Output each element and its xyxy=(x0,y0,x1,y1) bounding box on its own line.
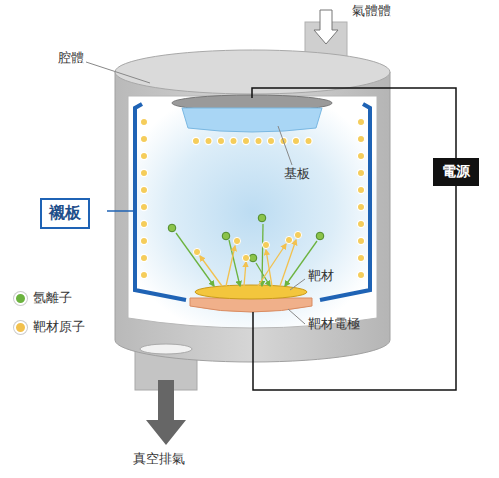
atom-dot xyxy=(357,203,364,210)
ion-dot xyxy=(316,232,324,240)
liner-label-box: 襯板 xyxy=(40,198,90,229)
substrate-label: 基板 xyxy=(284,166,310,182)
atom-dot xyxy=(357,237,364,244)
leader-line xyxy=(86,62,305,324)
atom-dot xyxy=(294,231,301,238)
atom-dot xyxy=(140,254,147,261)
atom-dot xyxy=(357,118,364,125)
atom-dot xyxy=(242,254,249,261)
legend-row: 氬離子 xyxy=(14,289,72,307)
atom-path xyxy=(244,262,246,286)
atom-dot xyxy=(357,254,364,261)
target-electrode-label: 靶材電極 xyxy=(308,316,360,332)
chamber-interior xyxy=(128,96,377,328)
atom-dot xyxy=(305,137,312,144)
atom-dot xyxy=(357,135,364,142)
atom-dot xyxy=(242,137,249,144)
ion-path xyxy=(176,233,214,286)
atom-path xyxy=(258,244,286,286)
legend-row: 靶材原子 xyxy=(14,318,85,336)
ion-dot xyxy=(249,254,257,262)
atom-dot xyxy=(140,237,147,244)
atom-dot xyxy=(140,169,147,176)
legend-swatch xyxy=(14,292,27,305)
atom-path xyxy=(200,256,222,286)
atom-dot xyxy=(262,241,269,248)
chamber-label: 腔體 xyxy=(58,50,84,66)
power-source-box: 電源 xyxy=(433,158,479,186)
ion-path xyxy=(256,263,270,286)
legend-text: 靶材原子 xyxy=(33,318,85,336)
vacuum-exhaust-label: 真空排氣 xyxy=(133,451,185,467)
power-wire xyxy=(252,88,456,390)
atom-dot xyxy=(140,220,147,227)
atom-path xyxy=(226,246,235,286)
deposited-atoms xyxy=(140,118,364,278)
atom-dot xyxy=(140,118,147,125)
atom-dot xyxy=(267,137,274,144)
sputter-particles xyxy=(168,214,324,286)
atom-dot xyxy=(357,186,364,193)
legend-text: 氬離子 xyxy=(33,289,72,307)
atom-path xyxy=(266,250,272,286)
atom-dot xyxy=(285,236,292,243)
atom-path xyxy=(280,240,296,286)
atom-dot xyxy=(140,186,147,193)
target-label: 靶材 xyxy=(308,268,334,284)
node-text: 襯板 xyxy=(49,203,81,224)
atom-dot xyxy=(217,137,224,144)
substrate xyxy=(182,108,322,132)
atom-dot xyxy=(140,152,147,159)
atom-dot xyxy=(140,203,147,210)
atom-dot xyxy=(292,137,299,144)
ion-dot xyxy=(222,232,230,240)
exhaust-pipe xyxy=(135,345,197,445)
atom-dot xyxy=(233,237,240,244)
ion-path xyxy=(262,224,263,286)
exhaust-port xyxy=(140,344,192,354)
atom-dot xyxy=(193,248,200,255)
ion-dot xyxy=(258,214,266,222)
target xyxy=(195,285,307,299)
atom-dot xyxy=(255,137,262,144)
atom-dot xyxy=(140,271,147,278)
atom-dot xyxy=(357,271,364,278)
atom-dot xyxy=(357,152,364,159)
liner xyxy=(135,104,186,300)
gas-inlet-label: 氣體體 xyxy=(352,3,391,19)
target-electrode xyxy=(190,298,312,312)
atom-dot xyxy=(357,169,364,176)
ion-dot xyxy=(168,224,176,232)
atom-dot xyxy=(140,135,147,142)
atom-dot xyxy=(205,137,212,144)
liner-leader xyxy=(107,210,133,212)
atom-dot xyxy=(230,137,237,144)
atom-dot xyxy=(192,137,199,144)
node-text: 電源 xyxy=(442,163,470,181)
atom-dot xyxy=(357,220,364,227)
legend-swatch xyxy=(14,321,27,334)
